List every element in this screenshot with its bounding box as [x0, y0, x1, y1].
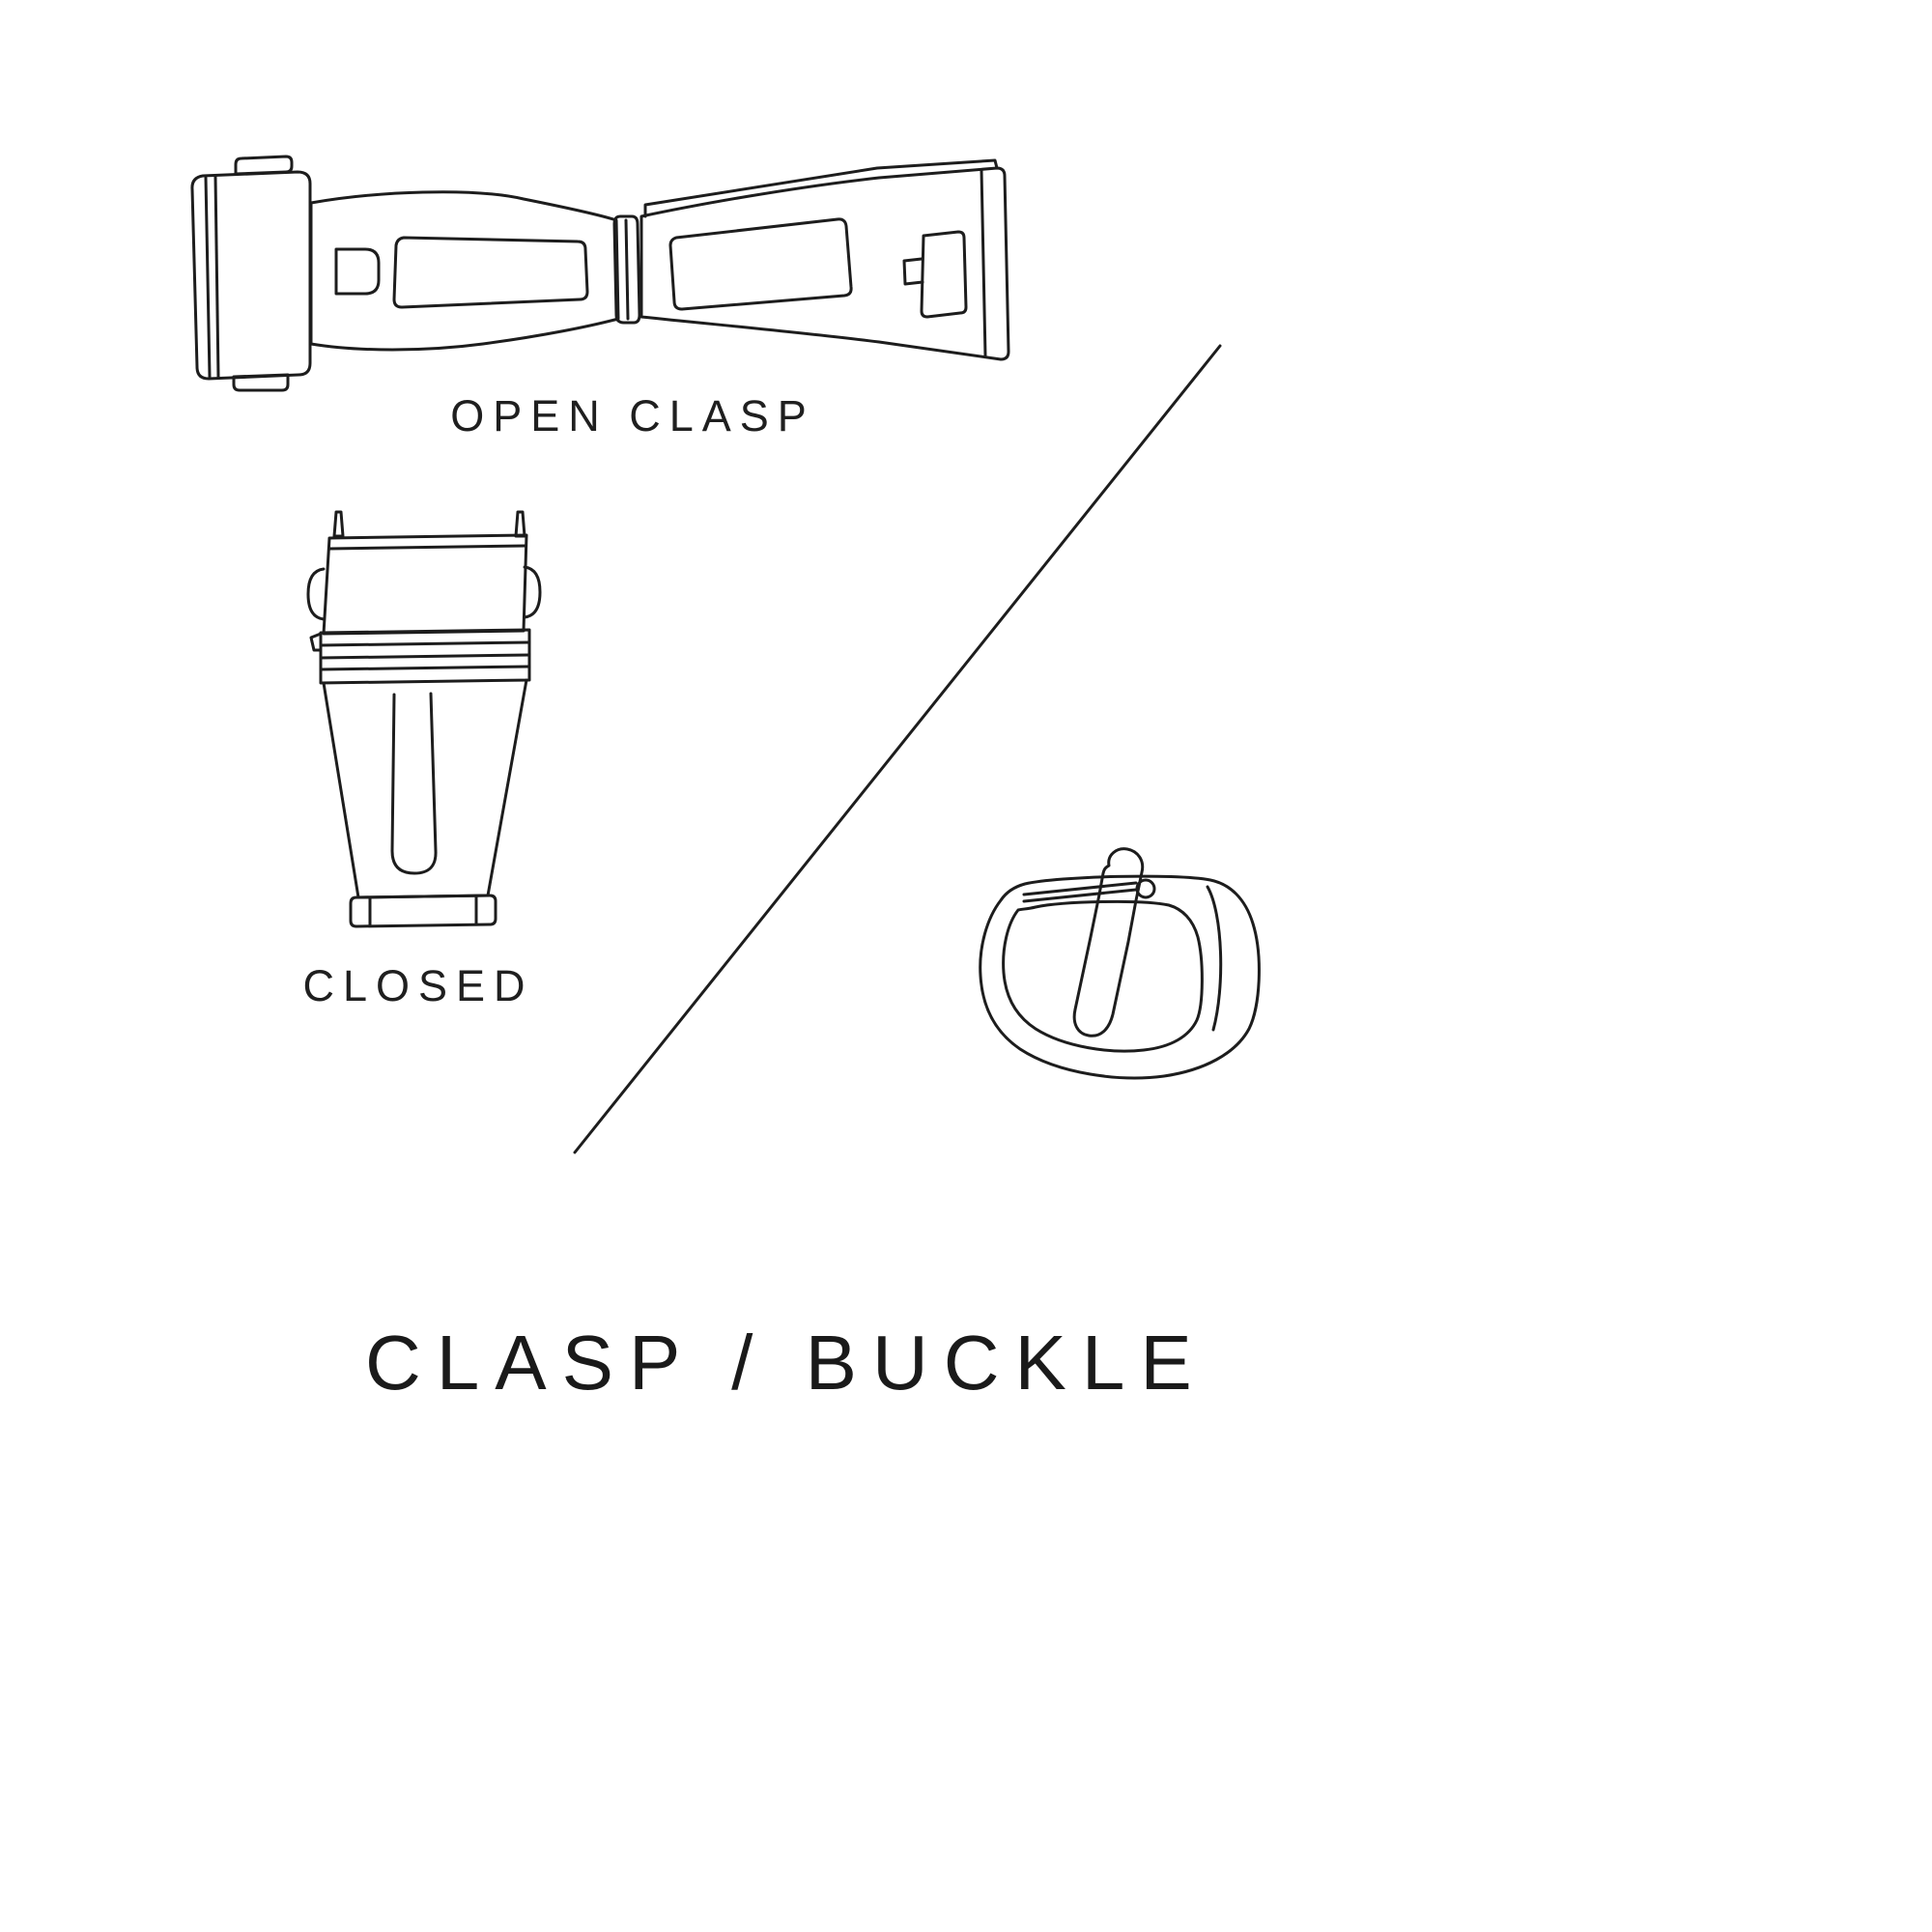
- closed-body-outline: [322, 678, 528, 899]
- buckle-pin-bottom: [1022, 888, 1138, 903]
- right-arm-fold-edge: [643, 158, 999, 218]
- bottom-bar-outline: [349, 894, 497, 928]
- clasp-center-hinge: [612, 214, 641, 325]
- buckle-pin-top: [1022, 881, 1138, 896]
- hinge-outline: [612, 214, 641, 325]
- endpiece-roller-line-2: [213, 175, 220, 379]
- buckle-outer-frame: [979, 874, 1261, 1080]
- closed-body-slot: [390, 692, 438, 875]
- endpiece-bottom-tab: [232, 373, 290, 392]
- buckle-right-bar-edge: [1206, 885, 1223, 1032]
- buckle-tongue: [1072, 847, 1145, 1037]
- closed-label: CLOSED: [302, 961, 534, 1010]
- buckle-illustration: [979, 847, 1261, 1080]
- endpiece-top-tab: [234, 155, 294, 176]
- right-arm-cutout: [920, 230, 968, 319]
- band-line-2: [319, 653, 531, 660]
- divider-line: [573, 344, 1222, 1154]
- endpiece-roller-line: [204, 176, 212, 379]
- closed-right-ear: [523, 565, 542, 619]
- clasp-left-endpiece: [190, 155, 312, 392]
- left-arm-panel: [392, 236, 589, 309]
- band-line-3: [319, 665, 531, 671]
- right-arm-panel: [668, 217, 853, 311]
- band-outline: [319, 628, 531, 685]
- closed-band-section: [309, 628, 531, 685]
- diagonal-divider-line: [573, 344, 1222, 1154]
- right-arm-hook: [902, 257, 924, 286]
- open-clasp-illustration: [190, 155, 1010, 392]
- endpiece-outline: [190, 170, 312, 381]
- closed-right-prong: [514, 510, 526, 538]
- band-corner-tab: [309, 632, 323, 652]
- closed-left-ear: [306, 567, 326, 621]
- closed-top-block: [322, 533, 528, 636]
- right-arm-end-line: [980, 168, 987, 357]
- left-arm-notch: [334, 247, 381, 296]
- closed-bottom-bar: [349, 894, 497, 928]
- band-line-1: [319, 640, 531, 647]
- closed-left-prong: [332, 510, 345, 538]
- buckle-inner-opening: [1002, 899, 1204, 1053]
- page-title: CLASP / BUCKLE: [365, 1320, 1208, 1406]
- right-arm-outline: [639, 166, 1010, 361]
- left-arm-outline: [309, 190, 620, 352]
- closed-top-block-innerline: [327, 544, 527, 551]
- closed-clasp-illustration: [306, 510, 542, 928]
- open-clasp-label: OPEN CLASP: [450, 391, 815, 440]
- hinge-inner-line: [624, 218, 630, 321]
- clasp-left-arm: [309, 190, 620, 352]
- clasp-right-arm: [639, 158, 1010, 361]
